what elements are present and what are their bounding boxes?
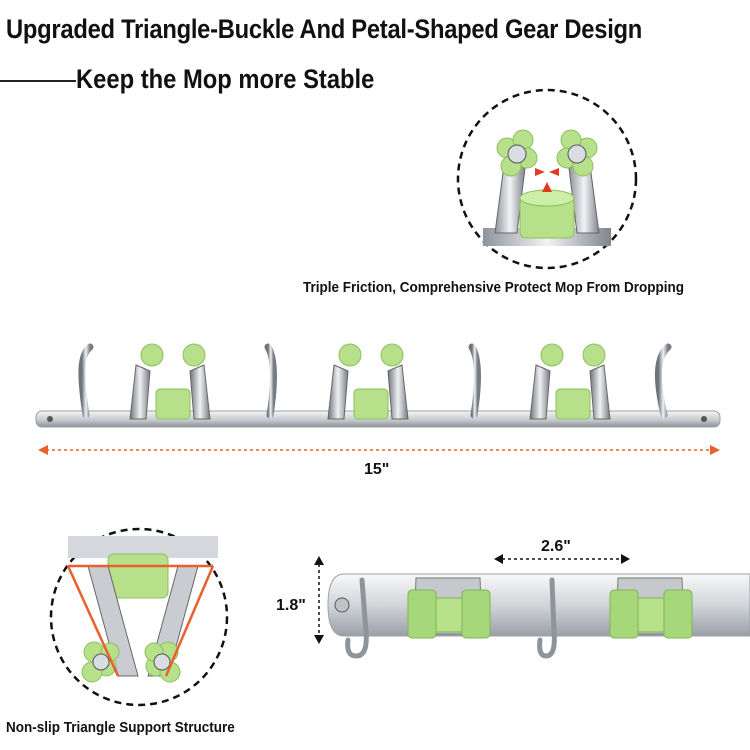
length-dimension-arrow bbox=[38, 445, 720, 455]
friction-detail-inset bbox=[456, 88, 638, 270]
headline: Upgraded Triangle-Buckle And Petal-Shape… bbox=[6, 14, 643, 44]
subtitle-leader-line bbox=[0, 80, 76, 82]
length-label: 15" bbox=[364, 461, 390, 478]
subheadline: Keep the Mop more Stable bbox=[76, 64, 375, 94]
height-label: 1.8" bbox=[276, 597, 306, 614]
structure-caption: Non-slip Triangle Support Structure bbox=[6, 719, 235, 736]
mop-rack-full bbox=[35, 343, 721, 428]
spacing-dimension-arrow bbox=[494, 554, 630, 564]
triangle-support-inset bbox=[49, 527, 229, 707]
height-dimension-arrow bbox=[314, 556, 324, 644]
mop-rack-closeup bbox=[327, 573, 750, 659]
friction-caption: Triple Friction, Comprehensive Protect M… bbox=[303, 279, 685, 296]
spacing-label: 2.6" bbox=[541, 538, 571, 555]
